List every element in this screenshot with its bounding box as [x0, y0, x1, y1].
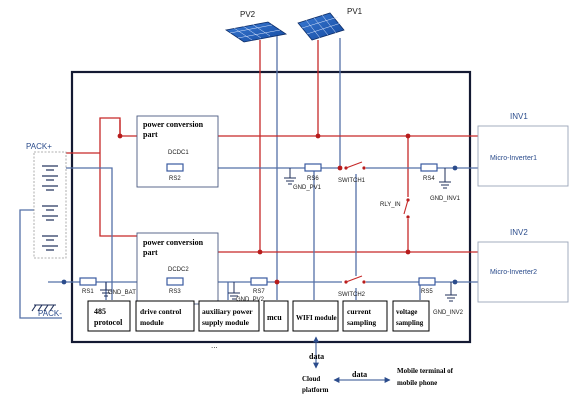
gnd-bat-label: GND_BAT: [108, 290, 136, 296]
rs4-resistor: [420, 163, 438, 172]
gnd-inv2-label: GND_INV2: [433, 310, 464, 316]
power-block-1-title: power conversion: [143, 120, 204, 129]
rs4-label: RS4: [423, 176, 435, 182]
module-voltage-line2: sampling: [396, 319, 424, 327]
module-485-protocol: [87, 300, 131, 332]
switch2-label: SWITCH2: [338, 292, 366, 298]
rs6-resistor: [304, 163, 322, 172]
cloud-platform-line1: Cloud: [302, 375, 320, 383]
inv2-label: INV2: [510, 228, 528, 237]
gnd-bat-icon: [100, 282, 112, 297]
gnd-inv2-icon: [445, 282, 457, 302]
pack-plus-wire: [66, 117, 137, 237]
power-block-2-title-2: part: [143, 248, 158, 257]
data-label-vertical: data: [309, 352, 324, 361]
module-voltage-sampling: [392, 300, 430, 332]
micro-inverter-1-label: Micro-Inverter1: [490, 155, 537, 162]
inv1-label: INV1: [510, 112, 528, 121]
module-voltage-line1: voltage: [396, 308, 417, 316]
module-current-line2: sampling: [347, 318, 376, 327]
module-current-line1: current: [347, 307, 372, 316]
dcdc1-label: DCDC1: [168, 150, 189, 156]
relay-icon: [402, 197, 414, 219]
pv2-panel: [224, 21, 288, 43]
module-wifi: [292, 300, 339, 332]
pack-loop-wire: [19, 209, 62, 319]
switch1-label: SWITCH1: [338, 178, 366, 184]
power-block-1-title-2: part: [143, 130, 158, 139]
rs1-resistor: [79, 277, 97, 286]
pv1-panel: [297, 12, 345, 41]
gnd-pv1-icon: [284, 168, 296, 185]
rs2-resistor: [166, 163, 184, 172]
module-mcu-label: mcu: [267, 313, 282, 322]
gnd-pv2-icon: [228, 282, 240, 300]
battery-pack-box: [33, 151, 67, 259]
pack-minus-label: PACK-: [38, 309, 62, 318]
cloud-platform-line2: platform: [302, 386, 329, 394]
gnd-inv1-label: GND_INV1: [430, 196, 461, 202]
mobile-terminal-line2: mobile phone: [397, 379, 437, 387]
gnd-inv1-icon: [439, 168, 451, 189]
main-board-frame: [70, 70, 472, 344]
rs5-resistor: [418, 277, 436, 286]
junction-dots: [61, 133, 458, 285]
module-485-line1: 485: [94, 307, 106, 316]
battery-cells: [42, 165, 58, 251]
rs6-label: RS6: [307, 176, 319, 182]
power-block-2-title: power conversion: [143, 238, 204, 247]
rs7-resistor: [250, 277, 268, 286]
dcdc2-label: DCDC2: [168, 267, 189, 273]
module-aux-line1: auxiliary power: [202, 307, 253, 316]
rs5-label: RS5: [421, 289, 433, 295]
rly-in-label: RLY_IN: [380, 202, 401, 208]
module-current-sampling: [342, 300, 388, 332]
micro-inverter-1: [477, 125, 569, 187]
micro-inverter-2-label: Micro-Inverter2: [490, 269, 537, 276]
pack-ground-icon: [31, 304, 56, 312]
module-drive-line1: drive control: [140, 307, 181, 316]
power-conversion-block-1: [136, 115, 219, 188]
power-conversion-block-2: [136, 232, 219, 305]
rs2-label: RS2: [169, 176, 181, 182]
rs7-label: RS7: [253, 289, 265, 295]
module-drive-line2: module: [140, 318, 164, 327]
module-485-line2: protocol: [94, 318, 123, 327]
module-wifi-label: WIFI module: [296, 314, 337, 322]
rs3-label: RS3: [169, 289, 181, 295]
pack-plus-label: PACK+: [26, 142, 52, 151]
module-auxiliary-power: [198, 300, 260, 332]
module-drive-control: [135, 300, 195, 332]
gnd-pv1-label: GND_PV1: [293, 185, 322, 191]
micro-inverter-2: [477, 241, 569, 303]
switch1-icon: [342, 161, 366, 174]
rs3-resistor: [166, 277, 184, 286]
switch2-icon: [342, 275, 366, 288]
pv2-label: PV2: [240, 10, 256, 19]
module-aux-line2: supply module: [202, 318, 250, 327]
module-mcu: [263, 300, 289, 332]
pv1-label: PV1: [347, 7, 363, 16]
gnd-pv2-label: GND_PV2: [236, 297, 265, 303]
data-label-horizontal: data: [352, 370, 367, 379]
modules-ellipsis: ...: [211, 341, 218, 350]
mobile-terminal-line1: Mobile terminal of: [397, 367, 454, 375]
rs1-label: RS1: [82, 289, 94, 295]
